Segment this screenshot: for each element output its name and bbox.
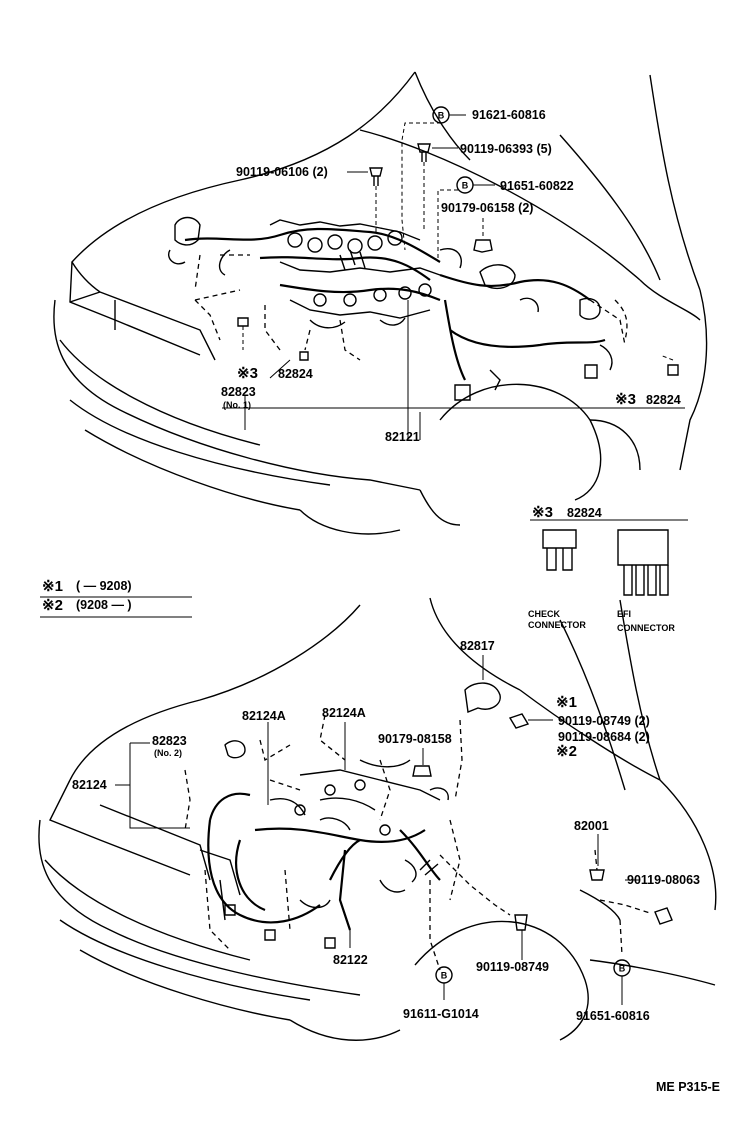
part-90119-06393: 90119-06393 (5) [460, 142, 552, 156]
bottom-car-body [38, 597, 717, 1041]
part-91621-60816: 91621-60816 [472, 108, 546, 122]
part-91611-G1014: 91611-G1014 [403, 1007, 479, 1021]
top-leader-lines [222, 300, 685, 440]
part-82124A-left: 82124A [242, 709, 286, 723]
part-90119-06106: 90119-06106 (2) [236, 165, 328, 179]
part-82823-no1: 82823 [221, 385, 256, 399]
part-90119-08063: 90119-08063 [627, 873, 700, 887]
check-connector-label-1: CHECK [528, 609, 561, 619]
bottom-dashed-hidden-lines [184, 714, 651, 971]
legend-82824: 82824 [567, 506, 602, 520]
top-assembly: B B [53, 71, 708, 535]
bottom-leader-lines [115, 655, 640, 1005]
part-90119-08684-2: 90119-08684 (2) [558, 730, 650, 744]
part-90179-08158: 90179-08158 [378, 732, 452, 746]
connector-legend: ※3 82824 CHECK CONNECTOR EFI CONNECTOR [528, 504, 688, 633]
check-connector-icon [542, 529, 577, 571]
note-3-mark: ※3 [237, 365, 258, 382]
part-82122: 82122 [333, 953, 368, 967]
top-car-body [53, 71, 708, 535]
bottom-wire-harness [199, 682, 673, 949]
part-82124A-right: 82124A [322, 706, 366, 720]
top-fasteners: B B [237, 106, 679, 376]
part-82823-no1-sub: (No. 1) [223, 400, 251, 410]
part-82001: 82001 [574, 819, 609, 833]
note-1-mark: ※1 [42, 578, 63, 595]
bottom-assembly: B B 82817 ※1 90119-08749 (2) 90119-08684… [38, 597, 717, 1041]
bolt-b-mark: B [619, 964, 626, 974]
part-91651-60816: 91651-60816 [576, 1009, 650, 1023]
part-82824-right: 82824 [646, 393, 681, 407]
note-1-mark: ※1 [556, 694, 577, 711]
part-82121: 82121 [385, 430, 420, 444]
part-90119-08749-2: 90119-08749 (2) [558, 714, 650, 728]
note-1-range: ( — 9208) [76, 579, 132, 593]
notes: ※1 ( — 9208) ※2 (9208 — ) [40, 578, 192, 618]
efi-connector-icon [617, 529, 669, 596]
part-82823-no2-sub: (No. 2) [154, 748, 182, 758]
note-2-range: (9208 — ) [76, 598, 132, 612]
note-2-mark: ※2 [556, 743, 577, 760]
bolt-b-mark: B [441, 971, 448, 981]
part-90119-08749: 90119-08749 [476, 960, 549, 974]
part-82817: 82817 [460, 639, 495, 653]
bolt-b-mark: B [438, 111, 445, 121]
note-3-mark: ※3 [532, 504, 553, 521]
efi-connector-label-1: EFI [617, 609, 631, 619]
top-labels: 91621-60816 90119-06393 (5) 90119-06106 … [221, 108, 681, 444]
part-82124: 82124 [72, 778, 107, 792]
check-connector-label-2: CONNECTOR [528, 620, 586, 630]
part-90179-06158: 90179-06158 (2) [441, 201, 533, 215]
efi-connector-label-2: CONNECTOR [617, 623, 675, 633]
top-dashed-hidden-lines [194, 254, 628, 361]
top-wire-harness [168, 216, 613, 401]
bolt-b-mark: B [462, 181, 469, 191]
part-91651-60822: 91651-60822 [500, 179, 574, 193]
bottom-labels: 82817 ※1 90119-08749 (2) 90119-08684 (2)… [72, 639, 700, 1023]
part-82823-no2: 82823 [152, 734, 187, 748]
note-3-mark: ※3 [615, 391, 636, 408]
part-82824-left: 82824 [278, 367, 313, 381]
figure-code: ME P315-E [656, 1080, 720, 1094]
note-2-mark: ※2 [42, 597, 63, 614]
